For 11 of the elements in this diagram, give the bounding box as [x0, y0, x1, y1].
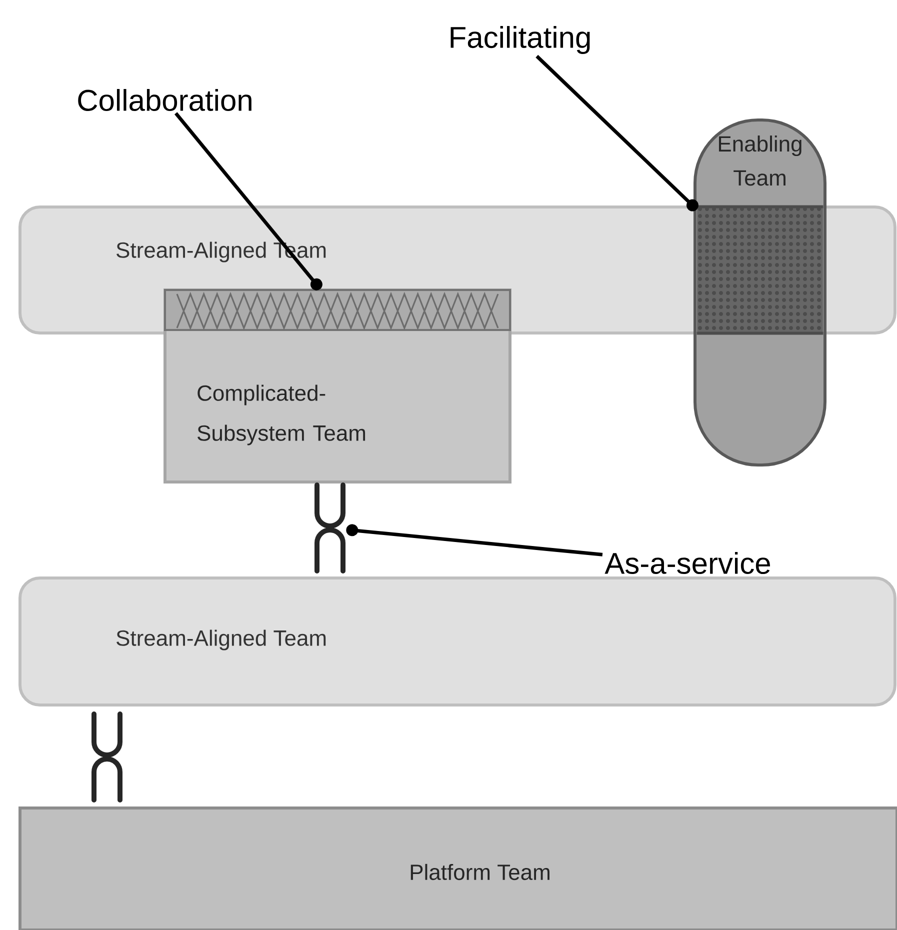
- interaction-symbol: [314, 482, 346, 574]
- leader-line: [536, 54, 698, 212]
- callout-label: Collaboration: [78, 89, 252, 112]
- interaction-symbol: [92, 712, 122, 802]
- callout-label: As-a-service: [604, 552, 770, 574]
- hatched-area: [164, 289, 511, 331]
- leader-line: [346, 524, 603, 556]
- team-band: Stream-Aligned Team: [18, 576, 896, 706]
- leader-line: [174, 112, 322, 290]
- team-band: Platform Team: [18, 806, 897, 930]
- callout-label: Facilitating: [450, 26, 590, 54]
